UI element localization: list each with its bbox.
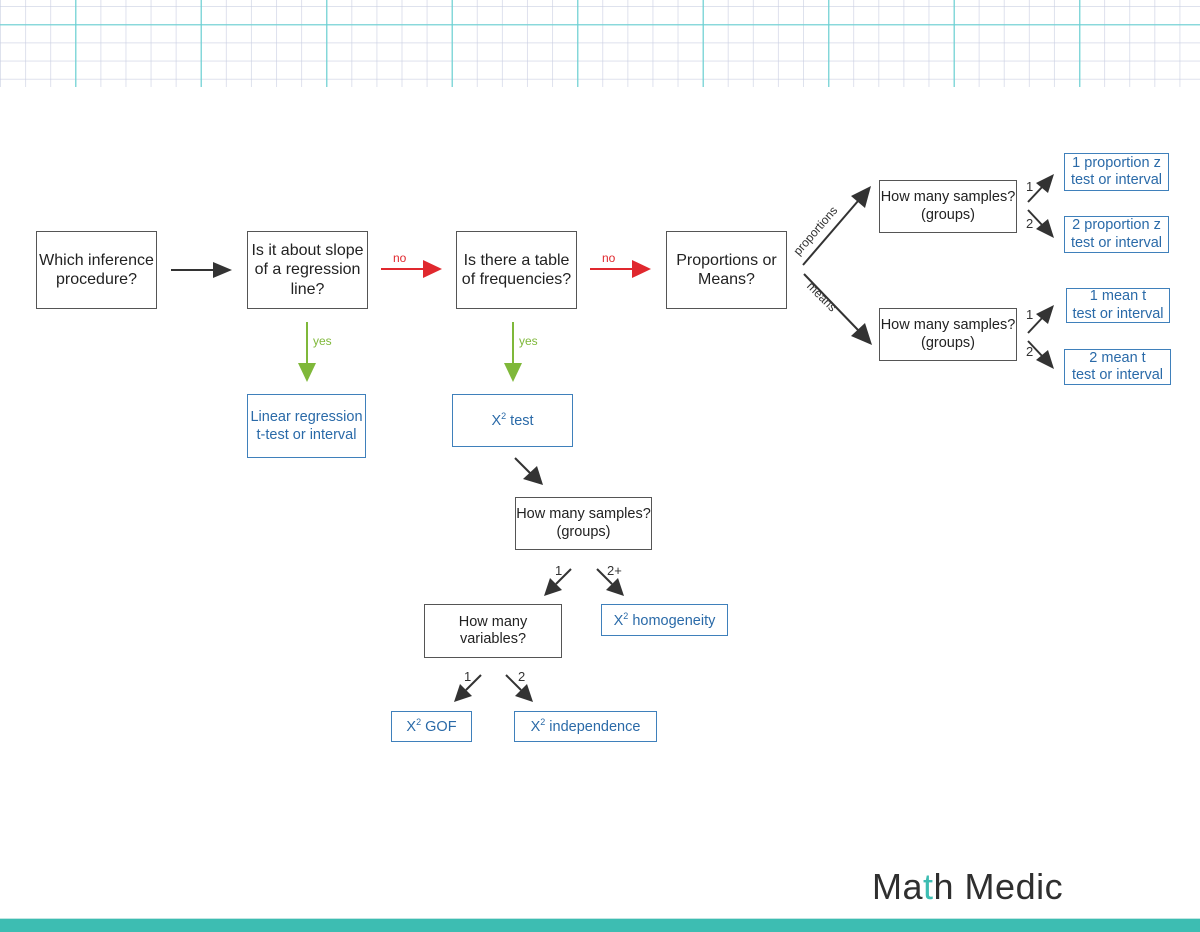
- chi-symbol: X: [406, 718, 417, 735]
- chi-superscript: 2: [501, 411, 507, 422]
- result-chi-independence: X2 independence: [514, 711, 657, 742]
- label-no-1: no: [393, 251, 407, 265]
- result-linear-regression-text: Linear regression t-test or interval: [250, 408, 363, 443]
- arrow-prop-2: [1027, 209, 1054, 238]
- node-slope-question-text: Is it about slope of a regression line?: [251, 242, 364, 298]
- node-samples-chi: How many samples? (groups): [515, 497, 652, 550]
- result-two-mean-line2: test or interval: [1071, 367, 1164, 383]
- chi-superscript: 2: [540, 717, 546, 728]
- label-vars-2: 2: [518, 669, 526, 684]
- math-medic-logo: Math Medic: [872, 866, 1063, 908]
- arrow-chi-samples-2plus: [596, 568, 624, 596]
- arrow-yes-table-down: [504, 322, 522, 382]
- result-one-mean-line2: test or interval: [1072, 305, 1164, 322]
- result-chi-homogeneity: X2 homogeneity: [601, 604, 728, 636]
- chi-test-label: test: [510, 412, 534, 429]
- label-no-2: no: [602, 251, 616, 265]
- independence-label: independence: [549, 718, 641, 735]
- node-samples-proportions: How many samples? (groups): [879, 180, 1017, 233]
- result-two-proportion: 2 proportion z test or interval: [1064, 216, 1169, 253]
- label-prop-2: 2: [1026, 216, 1034, 231]
- arrow-chi-to-samples: [514, 457, 543, 485]
- node-table-question: Is there a table of frequencies?: [456, 231, 577, 309]
- arrow-start-to-slope: [171, 262, 232, 278]
- arrow-no-table-to-propmeans: [590, 260, 651, 278]
- node-start-text: Which inference procedure?: [39, 251, 154, 288]
- gof-label: GOF: [425, 718, 457, 735]
- arrow-yes-slope-down: [298, 322, 316, 382]
- result-chi-homogeneity-text: X2 homogeneity: [614, 611, 716, 630]
- node-proportions-or-means: Proportions or Means?: [666, 231, 787, 309]
- result-chi-square-test: X2 test: [452, 394, 573, 447]
- footer-bar: [0, 918, 1200, 932]
- node-samples-chi-text: How many samples? (groups): [516, 506, 651, 540]
- arrow-vars-2: [505, 674, 533, 702]
- label-mean-1: 1: [1026, 307, 1034, 322]
- arrow-no-slope-to-table: [381, 260, 442, 278]
- node-samples-proportions-text: How many samples? (groups): [880, 189, 1016, 223]
- node-samples-means-text: How many samples? (groups): [880, 317, 1016, 351]
- result-chi-gof-text: X2 GOF: [406, 717, 456, 736]
- result-one-proportion: 1 proportion z test or interval: [1064, 153, 1169, 191]
- logo-plus-icon: t: [923, 866, 934, 907]
- arrow-chi-samples-1: [544, 568, 572, 596]
- label-prop-1: 1: [1026, 179, 1034, 194]
- result-chi-independence-text: X2 independence: [531, 717, 641, 736]
- chi-symbol: X: [491, 412, 502, 429]
- label-chi-samples-2plus: 2+: [607, 563, 622, 578]
- chi-superscript: 2: [416, 717, 422, 728]
- arrow-mean-1: [1027, 305, 1054, 334]
- arrow-prop-1: [1027, 174, 1054, 203]
- label-mean-2: 2: [1026, 344, 1034, 359]
- arrow-mean-2: [1027, 340, 1054, 369]
- chi-symbol: X: [530, 718, 541, 735]
- node-samples-means: How many samples? (groups): [879, 308, 1017, 361]
- chi-symbol: X: [613, 612, 624, 629]
- arrow-vars-1: [454, 674, 482, 702]
- node-proportions-or-means-text: Proportions or Means?: [676, 251, 777, 288]
- result-chi-gof: X2 GOF: [391, 711, 472, 742]
- arrow-proportions: [802, 186, 871, 266]
- graph-paper-header: [0, 0, 1200, 87]
- label-vars-1: 1: [464, 669, 472, 684]
- label-yes-2: yes: [519, 334, 538, 348]
- node-start: Which inference procedure?: [36, 231, 157, 309]
- logo-text-part1: Ma: [872, 866, 924, 907]
- homogeneity-label: homogeneity: [632, 612, 716, 629]
- label-yes-1: yes: [313, 334, 332, 348]
- result-one-mean-line1: 1 mean t: [1089, 288, 1147, 305]
- result-two-proportion-text: 2 proportion z test or interval: [1070, 217, 1163, 251]
- arrow-means: [803, 273, 872, 345]
- label-chi-samples-1: 1: [555, 563, 563, 578]
- result-chi-square-test-text: X2 test: [491, 411, 533, 430]
- logo-text-part2: h Medic: [933, 866, 1064, 907]
- node-slope-question: Is it about slope of a regression line?: [247, 231, 368, 309]
- result-two-mean-line1: 2 mean t: [1089, 349, 1146, 366]
- result-one-proportion-text: 1 proportion z test or interval: [1070, 154, 1163, 188]
- node-table-question-text: Is there a table of frequencies?: [461, 251, 572, 288]
- result-linear-regression: Linear regression t-test or interval: [247, 394, 366, 458]
- chi-superscript: 2: [623, 610, 629, 621]
- node-variables: How many variables?: [424, 604, 562, 658]
- node-variables-text: How many variables?: [458, 613, 528, 647]
